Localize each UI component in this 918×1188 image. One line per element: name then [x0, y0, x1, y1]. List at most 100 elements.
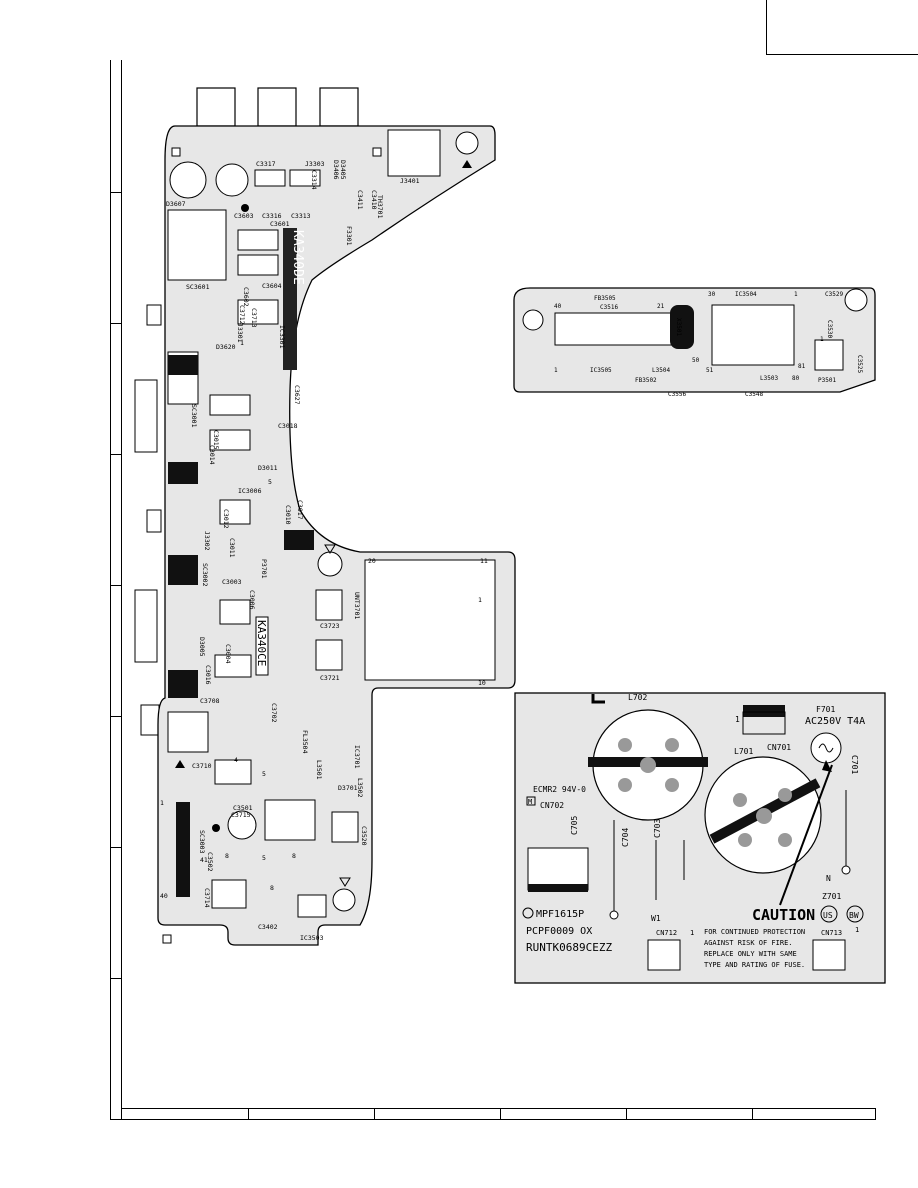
pin-number-label: 5 [268, 478, 272, 486]
grid-row-tick [110, 585, 122, 586]
label-m: M [528, 798, 532, 806]
m-mark-circle [522, 907, 534, 919]
main-label: C3710 [192, 762, 212, 770]
tr-label: FB3502 [635, 377, 657, 384]
label-z701: Z701 [822, 892, 841, 901]
label-fuse-rating: AC250V T4A [805, 716, 865, 727]
tr-label: C3530 [826, 320, 833, 338]
rca-jack [319, 87, 359, 127]
pad [665, 778, 679, 792]
arrow-icon [822, 760, 832, 772]
power-board: L702 L701 CN701 1 F701 AC250V T4A C701 E… [514, 692, 886, 984]
pad [841, 865, 851, 875]
main-label: C3402 [258, 923, 278, 931]
component-footprint [211, 879, 247, 909]
pad-fill [168, 462, 198, 484]
grid-row-tick [110, 847, 122, 848]
mounting-hole [455, 131, 479, 155]
pad [618, 778, 632, 792]
main-label: C3012 [222, 509, 230, 529]
tr-label: 1 [794, 291, 798, 298]
corner-pad [372, 147, 382, 157]
main-label: C3721 [320, 674, 340, 682]
grid-row-tick [110, 323, 122, 324]
main-label: IC3503 [300, 934, 324, 942]
pad [756, 808, 772, 824]
component-footprint [237, 254, 279, 276]
pin-number-label: 8 [225, 852, 229, 860]
main-label: C3715 [231, 811, 251, 819]
label-w1: W1 [651, 914, 661, 923]
main-label: C3702 [270, 703, 278, 723]
main-label: IC3006 [238, 487, 262, 495]
grid-col-tick [626, 1108, 627, 1120]
grid-col-tick [374, 1108, 375, 1120]
arrow-icon [339, 877, 351, 887]
grid-row-tick [110, 716, 122, 717]
grid-side-rule [121, 60, 122, 1120]
tr-label: 1 [820, 336, 824, 343]
tr-label: C3525 [856, 355, 863, 373]
pin-number-label: 5 [262, 854, 266, 862]
chip-ka340ce [255, 616, 269, 676]
pin-number-label: 1 [478, 596, 482, 604]
component-footprint [237, 229, 279, 251]
pin-number-label: 5 [262, 770, 266, 778]
label-c701: C701 [850, 755, 859, 774]
main-label: TH3701 [376, 195, 384, 219]
main-label: C3003 [222, 578, 242, 586]
main-label: UNT3701 [353, 592, 361, 619]
main-label: SC3001 [190, 404, 198, 428]
rca-jack [196, 87, 236, 127]
fpc-connector [176, 802, 190, 897]
pin-number-label: 10 [478, 679, 486, 687]
pad [778, 788, 792, 802]
label-cn712: CN712 [656, 929, 677, 937]
grid-col-tick [752, 1108, 753, 1120]
pin-number-label: 41 [200, 856, 208, 864]
tr-label: IC3504 [735, 291, 757, 298]
main-label: C3004 [224, 644, 232, 664]
main-label: C3410 [370, 190, 378, 210]
tr-label: L3503 [760, 375, 778, 382]
warning-line-1: FOR CONTINUED PROTECTION [704, 928, 805, 936]
drawing-frame [110, 60, 876, 1120]
ic-footprint [297, 894, 327, 918]
label-area [527, 847, 589, 891]
main-label: C3411 [356, 190, 364, 210]
label-runtk: RUNTK0689CEZZ [526, 941, 612, 954]
chip-label: KA340DE [290, 230, 305, 285]
component-footprint [209, 394, 251, 416]
grid-row-tick [110, 192, 122, 193]
label-cn701: CN701 [767, 743, 791, 752]
main-label: C3017 [296, 500, 304, 520]
tr-label: FB3505 [594, 295, 616, 302]
main-label: L3502 [356, 778, 364, 798]
warning-line-2: AGAINST RISK OF FIRE. [704, 939, 793, 947]
label-caution: CAUTION [752, 906, 815, 924]
main-label: SC3003 [198, 830, 206, 854]
main-label: C3018 [278, 422, 298, 430]
label-c703: C703 [653, 819, 662, 838]
arrow-icon [175, 760, 185, 768]
pad [733, 793, 747, 807]
label-us: US [823, 911, 833, 920]
pin-number-label: 8 [270, 884, 274, 892]
main-label: C3712 [238, 305, 246, 325]
capacitor-footprint [315, 589, 343, 621]
side-connector [134, 379, 158, 453]
label-cn713: CN713 [821, 929, 842, 937]
tuner-module [364, 559, 496, 681]
warning-line-3: REPLACE ONLY WITH SAME [704, 950, 797, 958]
main-label: IC3701 [353, 745, 361, 769]
main-label: D3620 [216, 343, 236, 351]
main-label: D3011 [258, 464, 278, 472]
grid-row-tick [110, 454, 122, 455]
main-label: D3406 [332, 160, 340, 180]
main-label: C3502 [206, 852, 214, 872]
side-connector [140, 704, 160, 736]
arrow-icon [324, 544, 336, 554]
